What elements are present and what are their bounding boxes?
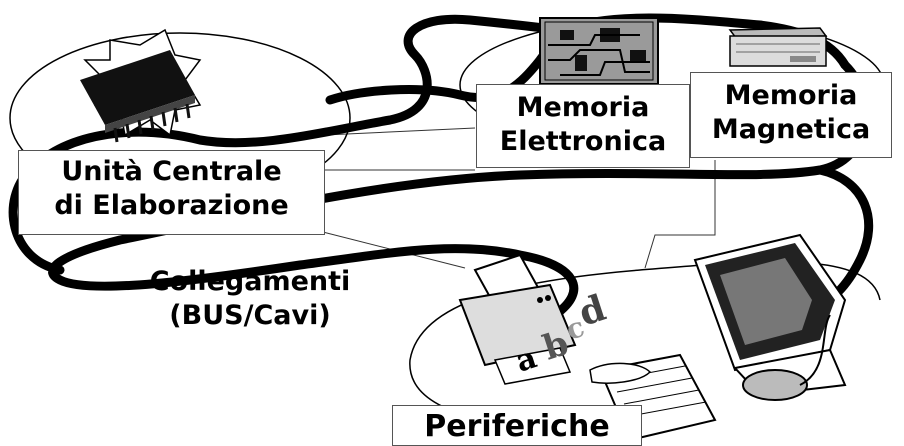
cpu-label-line2: di Elaborazione [19,189,324,223]
magnetic-memory-label-box: Memoria Magnetica [690,72,892,158]
peripherals-label-text: Periferiche [393,408,641,446]
computer-monitor-icon [695,235,845,400]
cpu-label-line1: Unità Centrale [19,155,324,189]
electronic-memory-label-box: Memoria Elettronica [476,84,690,168]
electronic-memory-label-line1: Memoria [477,91,689,125]
magnetic-memory-label-line1: Memoria [691,79,891,113]
peripherals-label-box: Periferiche [392,405,642,446]
bus-label: Collegamenti (BUS/Cavi) [120,265,380,333]
magnetic-drive-icon [730,28,826,66]
bus-label-line2: (BUS/Cavi) [120,299,380,333]
electronic-memory-label-line2: Elettronica [477,125,689,159]
magnetic-memory-label-line2: Magnetica [691,113,891,147]
cpu-label-box: Unità Centrale di Elaborazione [18,150,325,235]
memory-board-icon [540,18,658,84]
bus-label-line1: Collegamenti [120,265,380,299]
cpu-chip-icon [80,30,200,142]
